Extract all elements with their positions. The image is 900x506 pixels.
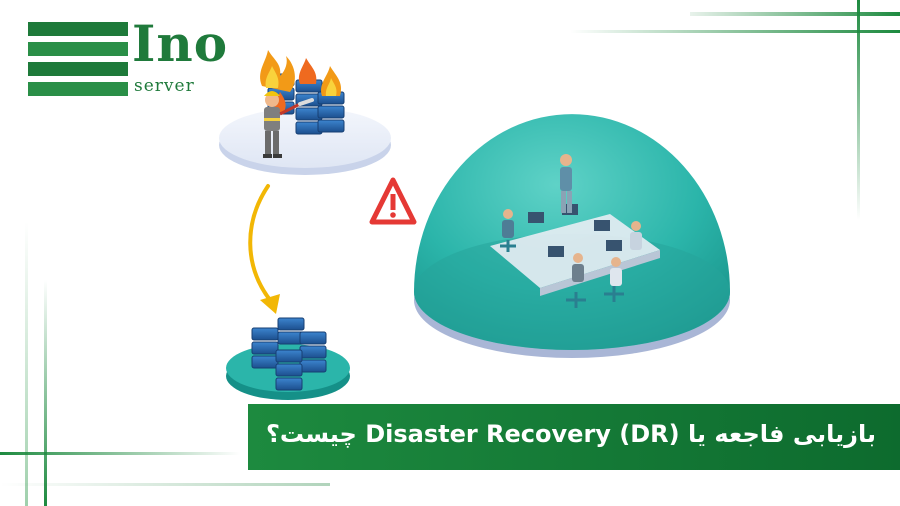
- deco-line: [0, 483, 330, 486]
- deco-line: [570, 30, 900, 33]
- protected-office-dome-icon: [414, 114, 730, 358]
- deco-line: [857, 0, 860, 220]
- deco-line: [44, 280, 47, 506]
- deco-line: [0, 452, 240, 455]
- title-banner: بازیابی فاجعه یا Disaster Recovery (DR) …: [248, 404, 900, 470]
- page-title: بازیابی فاجعه یا Disaster Recovery (DR) …: [265, 420, 876, 448]
- deco-line: [690, 12, 900, 16]
- backup-servers-icon: [226, 317, 350, 400]
- logo-sub: server: [134, 76, 195, 96]
- logo-brand: Ino: [132, 14, 229, 73]
- logo-bars: [28, 22, 128, 98]
- curved-arrow-icon: [248, 184, 280, 314]
- firefighter-icon: [263, 91, 314, 158]
- deco-line: [25, 222, 28, 506]
- burning-servers-icon: [219, 50, 391, 175]
- warning-icon: [369, 177, 417, 225]
- ino-server-logo: Ino server: [28, 14, 238, 102]
